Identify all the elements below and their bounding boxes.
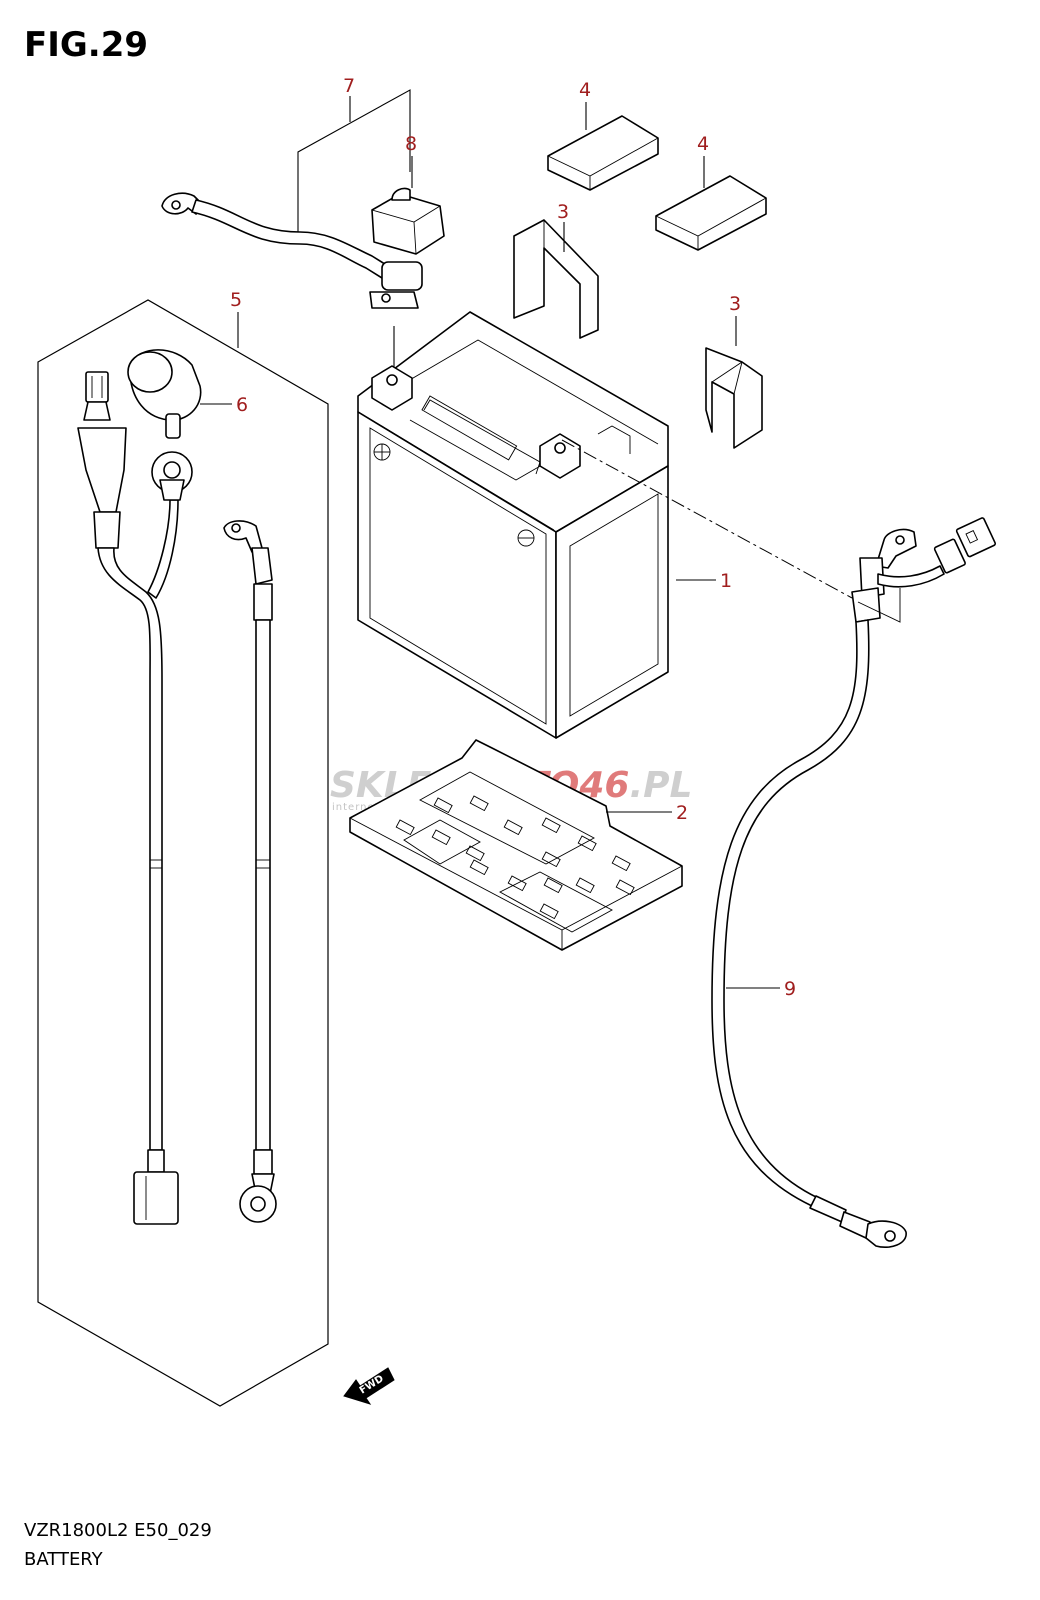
callout-4a: 4 xyxy=(579,79,591,101)
terminal-cap-6[interactable] xyxy=(127,349,202,439)
callout-3b: 3 xyxy=(729,293,741,315)
sensor-wire-left[interactable] xyxy=(77,371,193,1225)
reference-line xyxy=(561,439,853,599)
figure-title: FIG.29 xyxy=(24,25,148,65)
battery-pad-right[interactable] xyxy=(655,175,767,251)
battery-pad-left[interactable] xyxy=(547,115,659,191)
wiring-set-frame xyxy=(37,299,329,1407)
terminal-cap-8[interactable] xyxy=(371,187,445,255)
positive-lead-7[interactable] xyxy=(161,192,423,309)
callout-8: 8 xyxy=(405,133,417,155)
model-code: VZR1800L2 E50_029 xyxy=(24,1520,212,1541)
callout-7: 7 xyxy=(343,75,355,97)
battery-tray-2[interactable] xyxy=(349,739,683,951)
callout-3a: 3 xyxy=(557,201,569,223)
sensor-wire-right[interactable] xyxy=(223,520,277,1223)
spacer-left[interactable] xyxy=(513,219,599,339)
callout-1: 1 xyxy=(720,570,732,592)
bracket-7 xyxy=(297,89,411,232)
callout-9: 9 xyxy=(784,978,796,1000)
spacer-right[interactable] xyxy=(705,347,763,449)
section-name: BATTERY xyxy=(24,1549,104,1570)
forward-direction-mark: FWD xyxy=(343,1367,395,1405)
battery-1[interactable] xyxy=(357,311,669,739)
negative-lead-9[interactable] xyxy=(711,517,997,1248)
callout-4b: 4 xyxy=(697,133,709,155)
callout-5: 5 xyxy=(230,289,242,311)
callout-6: 6 xyxy=(236,394,248,416)
callout-2: 2 xyxy=(676,802,688,824)
